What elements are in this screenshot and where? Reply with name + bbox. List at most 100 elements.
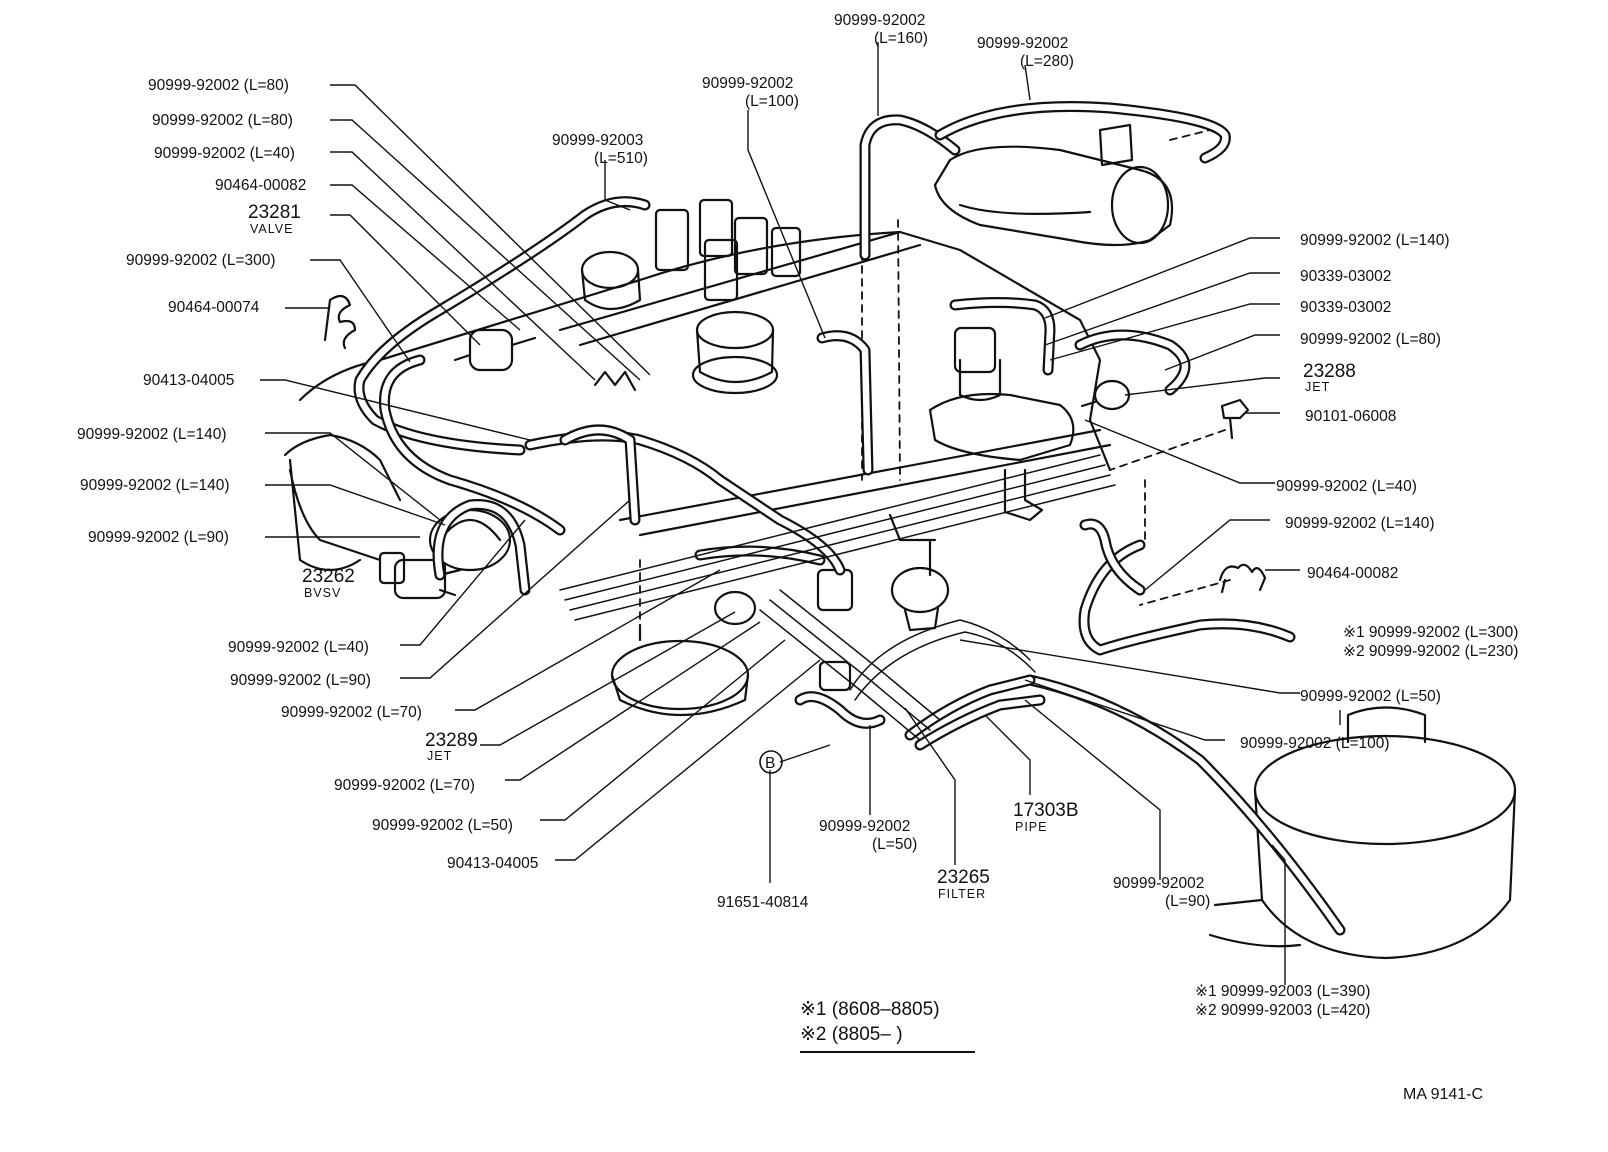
air-duct-nipple	[1098, 123, 1134, 167]
hose-group	[353, 101, 1346, 936]
canister-top	[1253, 734, 1517, 846]
label-l21: 90413-04005	[447, 855, 538, 872]
vacuum-valve-body	[580, 268, 642, 311]
label-l07b: VALVE	[250, 222, 293, 236]
canister-side	[1208, 898, 1302, 948]
clip-90464-00082-left	[593, 370, 637, 392]
dash-line-5	[1139, 579, 1231, 606]
throttle-body	[928, 392, 1075, 462]
label-l13: 90999-92002 (L=90)	[88, 529, 229, 546]
jet-23288-body	[1093, 379, 1131, 411]
label-l36a: 17303B	[1013, 800, 1079, 821]
figure-code: MA 9141-C	[1403, 1086, 1483, 1103]
label-l28b: JET	[1305, 380, 1330, 394]
label-l18b: JET	[427, 749, 452, 763]
throttle-bracket	[1003, 468, 1044, 522]
label-l12: 90999-92002 (L=140)	[80, 477, 230, 494]
label-l31: 90999-92002 (L=140)	[1285, 515, 1435, 532]
label-l19: 90999-92002 (L=70)	[334, 777, 475, 794]
label-l36b: PIPE	[1015, 820, 1048, 834]
label-l33b: ※2 90999-92002 (L=230)	[1343, 643, 1518, 660]
label-l33a: ※1 90999-92002 (L=300)	[1343, 624, 1518, 641]
label-l20: 90999-92002 (L=50)	[372, 817, 513, 834]
dash-line-6	[1169, 129, 1211, 141]
pipe-bundle	[559, 454, 1116, 741]
part-labels: 90999-92002 (L=160) 90999-92002 (L=280) …	[77, 12, 1518, 1019]
bolt-dash	[1109, 429, 1226, 471]
label-l29: 90101-06008	[1305, 408, 1396, 425]
engine-lower-outline	[288, 458, 382, 571]
label-l05: 90999-92002 (L=40)	[154, 145, 295, 162]
air-duct-detail	[958, 203, 1092, 215]
label-l09: 90464-00074	[168, 299, 260, 316]
canister-neck	[1346, 706, 1427, 744]
engine-left-wall	[283, 433, 402, 502]
vsv-right	[953, 326, 997, 374]
lower-plenum-left-wall	[610, 673, 750, 717]
note-line-2: ※2 (8805– )	[800, 1024, 903, 1045]
label-l11: 90999-92002 (L=140)	[77, 426, 227, 443]
label-l37b: (L=90)	[1165, 893, 1210, 910]
vsv-right-body	[958, 358, 1002, 402]
label-l23b: (L=100)	[745, 93, 799, 110]
center-bracket	[888, 513, 937, 577]
label-l25: 90339-03002	[1300, 268, 1391, 285]
label-l34: 90999-92002 (L=50)	[1300, 688, 1441, 705]
label-l03: 90999-92002 (L=80)	[148, 77, 289, 94]
label-l22a: 90999-92003	[552, 132, 643, 149]
filter-23265-body	[816, 568, 854, 612]
air-duct-end	[1110, 165, 1170, 245]
label-l27: 90999-92002 (L=80)	[1300, 331, 1441, 348]
ignition-cap-3	[733, 216, 769, 276]
ignition-cap-4	[703, 238, 739, 302]
label-l40: 91651-40814	[717, 894, 809, 911]
ignition-cap-1	[654, 208, 690, 272]
label-l42b: ※2 90999-92003 (L=420)	[1195, 1002, 1370, 1019]
valve-23281-body	[468, 328, 514, 372]
label-l10: 90413-04005	[143, 372, 234, 389]
label-l38a: 23265	[937, 867, 990, 888]
intake-front-edge	[618, 428, 1112, 537]
bvsv-body	[393, 558, 447, 600]
label-l24: 90999-92002 (L=140)	[1300, 232, 1450, 249]
label-l39b: (L=50)	[872, 836, 917, 853]
bolt-shank	[1228, 416, 1234, 440]
engine-drawing	[283, 101, 1517, 960]
label-l07a: 23281	[248, 202, 301, 223]
leader-lines	[260, 42, 1341, 985]
air-duct	[933, 145, 1174, 247]
label-l14b: BVSV	[304, 586, 341, 600]
fitting-b-body	[818, 660, 852, 692]
vacuum-valve-top	[580, 250, 640, 290]
label-l30: 90999-92002 (L=40)	[1276, 478, 1417, 495]
label-l35: 90999-92002 (L=100)	[1240, 735, 1390, 752]
label-l06: 90464-00082	[215, 177, 306, 194]
label-l22b: (L=510)	[594, 150, 648, 167]
note-line-1: ※1 (8608–8805)	[800, 999, 940, 1020]
egr-valve-body	[695, 328, 775, 383]
label-l23a: 90999-92002	[702, 75, 793, 92]
label-l02b: (L=280)	[1020, 53, 1074, 70]
egr-valve-top	[695, 310, 775, 350]
valve-23281-stub-b	[453, 353, 472, 362]
clip-90464-00074	[323, 294, 357, 350]
label-l14a: 23262	[302, 566, 355, 587]
label-l42a: ※1 90999-92003 (L=390)	[1195, 983, 1370, 1000]
jet-23289-body	[713, 590, 757, 626]
label-l32: 90464-00082	[1307, 565, 1398, 582]
egr-valve-base	[691, 355, 779, 395]
label-l41: B	[765, 755, 775, 772]
label-l02a: 90999-92002	[977, 35, 1068, 52]
center-transducer	[890, 566, 950, 614]
label-l17: 90999-92002 (L=70)	[281, 704, 422, 721]
label-l15: 90999-92002 (L=40)	[228, 639, 369, 656]
label-l18a: 23289	[425, 730, 478, 751]
label-l16: 90999-92002 (L=90)	[230, 672, 371, 689]
clip-90464-00082-right	[1218, 563, 1267, 594]
ignition-cap-2	[698, 198, 734, 258]
bvsv-connector	[378, 551, 406, 585]
valve-23281-stub-a	[510, 336, 537, 347]
label-l08: 90999-92002 (L=300)	[126, 252, 276, 269]
label-l26: 90339-03002	[1300, 299, 1391, 316]
